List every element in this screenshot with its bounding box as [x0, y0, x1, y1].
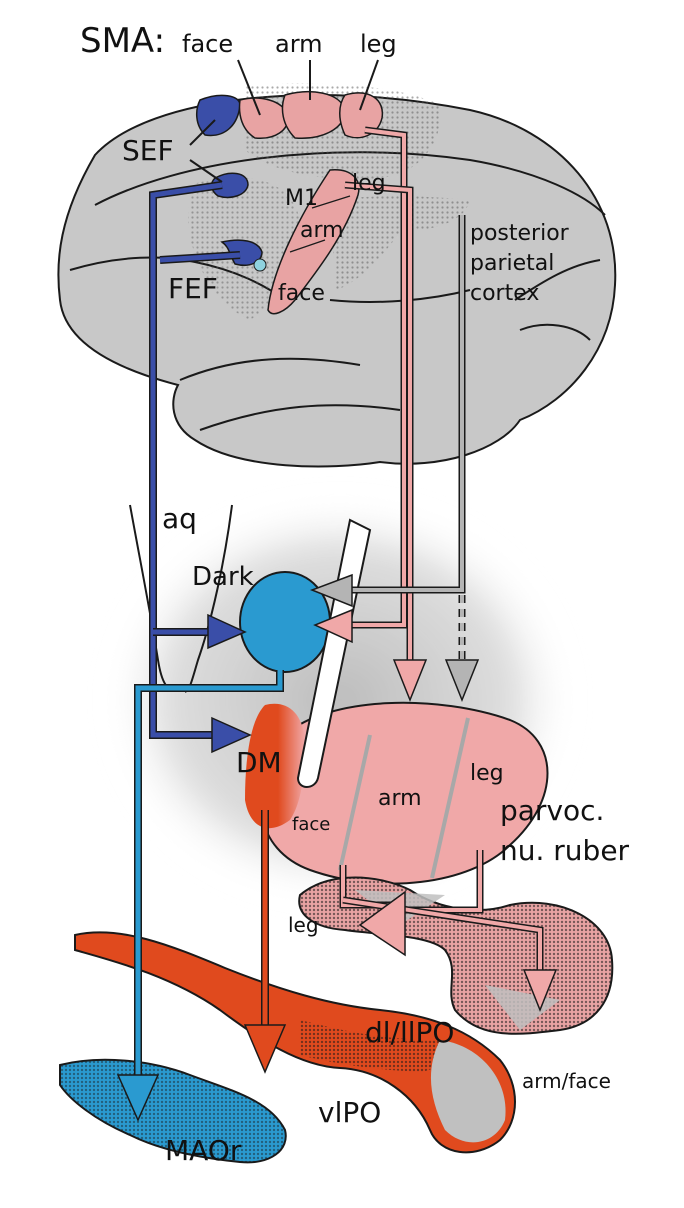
blue-projection	[149, 181, 252, 754]
dm-nucleus	[245, 703, 305, 829]
label-nu-ruber: nu. ruber	[500, 834, 630, 867]
sma-leg-area	[339, 92, 384, 139]
leader-line	[189, 119, 216, 146]
maor-stipple	[60, 1059, 286, 1163]
projection-arrows	[116, 126, 558, 1122]
arrow-head	[309, 573, 353, 608]
label-vlpo: vlPO	[318, 1096, 381, 1129]
arrow-head	[522, 969, 558, 1013]
vlpo-gray-band	[430, 1040, 506, 1143]
label-ruber-leg: leg	[470, 761, 504, 786]
cyan-projection	[116, 670, 284, 1122]
label-ppc-line1: posterior	[470, 221, 570, 246]
label-dm: DM	[236, 746, 282, 779]
fef-dot	[253, 258, 267, 272]
label-parvoc: parvoc.	[500, 794, 604, 827]
arrow-head	[243, 1024, 287, 1074]
arrow-head	[211, 716, 252, 754]
arrow-head	[444, 659, 480, 703]
label-dl-llpo: dl/llPO	[365, 1016, 454, 1049]
label-ruber-face: face	[292, 814, 330, 835]
label-ruber-arm: arm	[378, 786, 422, 811]
label-m1-leg: leg	[352, 171, 386, 196]
sma-face-area	[238, 97, 289, 139]
vlpo-stipple	[300, 1020, 444, 1072]
label-sef: SEF	[122, 134, 174, 167]
parvocellular-red-nucleus	[259, 701, 549, 885]
labels: SMA: face arm leg SEF M1 leg arm face FE…	[80, 21, 630, 1167]
ruber-to-olive-projection	[339, 850, 558, 1013]
arrow-head	[392, 659, 428, 703]
cortex-sulcus	[514, 259, 601, 301]
leader-line	[359, 59, 379, 111]
cortex-sulcus	[199, 404, 401, 431]
m1-divider	[289, 239, 326, 253]
leader-line	[189, 159, 223, 183]
label-arm-face: arm/face	[522, 1069, 611, 1093]
vlpo-nucleus	[74, 931, 516, 1154]
arrow-head	[313, 608, 353, 644]
ruber-divider	[338, 734, 372, 871]
cortex-sulcus	[519, 323, 591, 341]
gray-projection	[309, 215, 480, 703]
label-sma-leg: leg	[360, 30, 397, 58]
m1-divider	[311, 195, 351, 209]
red-projection	[243, 810, 287, 1074]
sma-arm-area	[281, 91, 346, 139]
leader-line	[237, 59, 261, 116]
arrow-head	[358, 890, 406, 957]
arrow-head	[207, 613, 247, 650]
pink-projection	[313, 126, 428, 703]
label-sma-face: face	[182, 30, 233, 58]
label-m1-arm: arm	[300, 218, 344, 243]
label-dark: Dark	[192, 562, 254, 592]
sef-area-medial	[195, 94, 241, 137]
label-sma: SMA:	[80, 21, 165, 61]
label-sma-arm: arm	[275, 30, 323, 58]
label-ppc-line3: cortex	[470, 281, 539, 306]
arrow-head	[116, 1074, 160, 1122]
label-m1: M1	[285, 186, 318, 211]
label-maor: MAOr	[165, 1134, 242, 1167]
label-ppc-line2: parietal	[470, 251, 554, 276]
label-aq: aq	[162, 502, 197, 535]
label-m1-face: face	[278, 281, 325, 306]
cortex-sulcus	[179, 357, 361, 381]
ruber-divider	[430, 717, 470, 879]
brainstem-group	[110, 500, 570, 900]
label-fef: FEF	[168, 272, 218, 305]
m1-area	[267, 169, 360, 315]
parietal-stipple	[330, 196, 470, 290]
label-io-leg: leg	[288, 913, 319, 937]
